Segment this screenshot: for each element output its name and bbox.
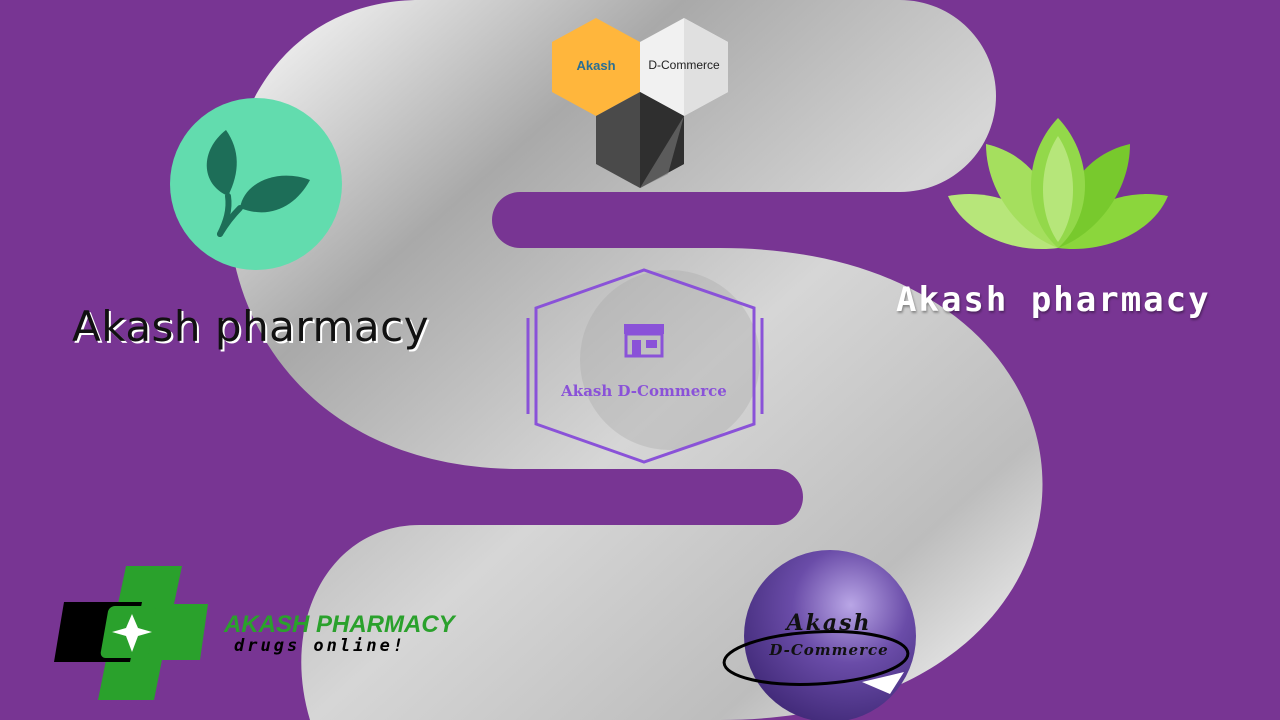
cross-logo-title: AKASH PHARMACY [224,611,455,638]
paper-plane-icon [862,672,904,694]
sparkle-icon [112,614,152,652]
left-logo-text: Akash pharmacy [72,302,430,351]
center-logo-text: Akash D-Commerce [561,382,727,400]
cross-logo-tagline: drugs online! [234,636,407,656]
center-store-logo [520,268,770,464]
dcommerce-badge [720,548,920,720]
leaf-logo [170,98,342,270]
lotus-logo [944,116,1172,254]
cross-logo [54,566,214,700]
hexagon-logo-dcommerce-label: D-Commerce [648,58,720,72]
badge-line-2: D-Commerce [769,641,889,659]
leaf-icon [206,130,310,237]
hexagon-logo [548,14,734,190]
store-icon [624,324,664,358]
badge-line-1: Akash [786,610,872,636]
hexagon-logo-akash-label: Akash [576,58,616,73]
lotus-icon [948,118,1168,250]
right-logo-text: Akash pharmacy [896,280,1211,320]
